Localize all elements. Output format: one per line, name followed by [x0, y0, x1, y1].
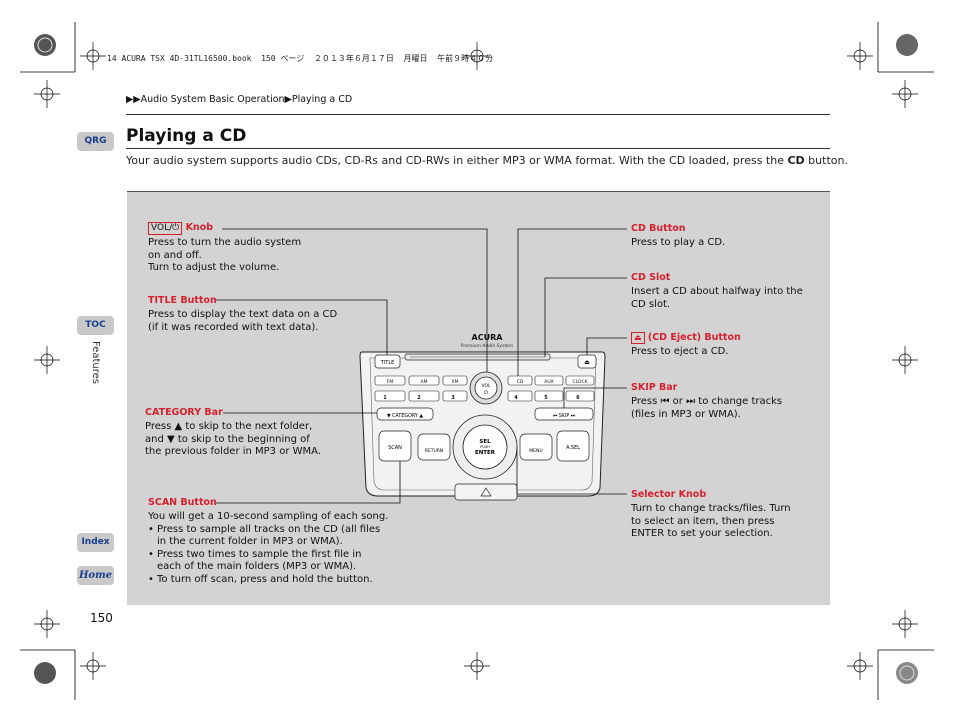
- vol-knob-text: Press to turn the audio system on and of…: [148, 237, 302, 273]
- svg-text:⏏: ⏏: [584, 359, 590, 366]
- skip-forward-icon: ⏭: [686, 396, 696, 407]
- vol-power-icon: VOL/⏻: [148, 222, 183, 235]
- breadcrumb-item-audio-system[interactable]: Audio System Basic Operation: [140, 94, 285, 105]
- eject-button-title: ⏏ (CD Eject) Button: [631, 332, 741, 344]
- eject-icon: ⏏: [631, 332, 645, 344]
- breadcrumb: ▶▶Audio System Basic Operation▶Playing a…: [126, 94, 352, 105]
- cd-slot-text: Insert a CD about halfway into the CD sl…: [631, 286, 803, 310]
- svg-text:MENU: MENU: [529, 448, 542, 454]
- svg-text:VOL: VOL: [481, 383, 491, 389]
- svg-text:SEL: SEL: [479, 439, 491, 445]
- eject-button-text: Press to eject a CD.: [631, 346, 729, 357]
- svg-text:RETURN: RETURN: [425, 448, 444, 454]
- section-label-features: Features: [90, 341, 101, 384]
- scan-button-title: SCAN Button: [148, 497, 217, 508]
- svg-text:⏮ SKIP ⏭: ⏮ SKIP ⏭: [553, 413, 576, 419]
- cd-slot-title: CD Slot: [631, 272, 671, 283]
- skip-back-icon: ⏮: [660, 396, 670, 407]
- breadcrumb-arrow-icon: ▶▶: [126, 94, 141, 105]
- up-arrow-icon: ▲: [174, 421, 183, 432]
- svg-text:FM: FM: [387, 379, 394, 385]
- svg-text:AUX: AUX: [544, 379, 553, 385]
- breadcrumb-item-playing-cd[interactable]: Playing a CD: [291, 94, 353, 105]
- down-arrow-icon: ▼: [167, 433, 175, 445]
- svg-text:5: 5: [544, 395, 548, 401]
- selector-knob-text: Turn to change tracks/files. Turn to sel…: [631, 503, 791, 539]
- page-number: 150: [90, 611, 113, 625]
- breadcrumb-arrow-icon: ▶: [284, 94, 292, 105]
- svg-text:4: 4: [514, 395, 518, 401]
- title-rule: [126, 148, 830, 149]
- page-title: Playing a CD: [126, 126, 247, 146]
- svg-text:CLOCK: CLOCK: [572, 379, 588, 385]
- svg-text:SCAN: SCAN: [388, 445, 402, 451]
- index-tab[interactable]: Index: [77, 533, 114, 552]
- file-header-line: 14 ACURA TSX 4D-31TL16500.book 150 ページ ２…: [107, 54, 494, 63]
- cd-button-text: Press to play a CD.: [631, 237, 726, 248]
- svg-text:A.SEL: A.SEL: [566, 445, 580, 451]
- svg-text:3: 3: [451, 395, 455, 401]
- home-label: Home: [78, 570, 113, 581]
- intro-text: Your audio system supports audio CDs, CD…: [126, 154, 848, 167]
- home-tab[interactable]: Home: [77, 566, 114, 585]
- header-rule: [126, 114, 830, 115]
- category-bar-text: Press ▲ to skip to the next folder, and …: [145, 421, 321, 457]
- vol-knob-title: VOL/⏻ Knob: [148, 222, 213, 235]
- category-bar-title: CATEGORY Bar: [145, 407, 223, 418]
- svg-text:6: 6: [576, 395, 580, 401]
- skip-bar-text: Press ⏮ or ⏭ to change tracks (files in …: [631, 396, 783, 420]
- svg-text:XM: XM: [452, 379, 459, 385]
- svg-text:AM: AM: [421, 379, 428, 385]
- svg-text:CD: CD: [517, 379, 524, 385]
- title-button-title: TITLE Button: [148, 295, 217, 306]
- svg-text:▼ CATEGORY ▲: ▼ CATEGORY ▲: [387, 413, 423, 419]
- svg-text:2: 2: [417, 395, 421, 401]
- qrg-tab[interactable]: QRG: [77, 132, 114, 151]
- toc-tab[interactable]: TOC: [77, 316, 114, 335]
- skip-bar-title: SKIP Bar: [631, 382, 678, 393]
- selector-knob-title: Selector Knob: [631, 489, 707, 500]
- cd-button-title: CD Button: [631, 223, 686, 234]
- title-button-text: Press to display the text data on a CD (…: [148, 309, 338, 333]
- svg-text:⏻: ⏻: [484, 390, 488, 396]
- svg-text:TITLE: TITLE: [380, 360, 395, 366]
- svg-text:ENTER: ENTER: [475, 450, 496, 456]
- svg-text:PUSH: PUSH: [480, 445, 490, 449]
- svg-text:1: 1: [383, 395, 387, 401]
- scan-button-text: You will get a 10-second sampling of eac…: [148, 511, 389, 585]
